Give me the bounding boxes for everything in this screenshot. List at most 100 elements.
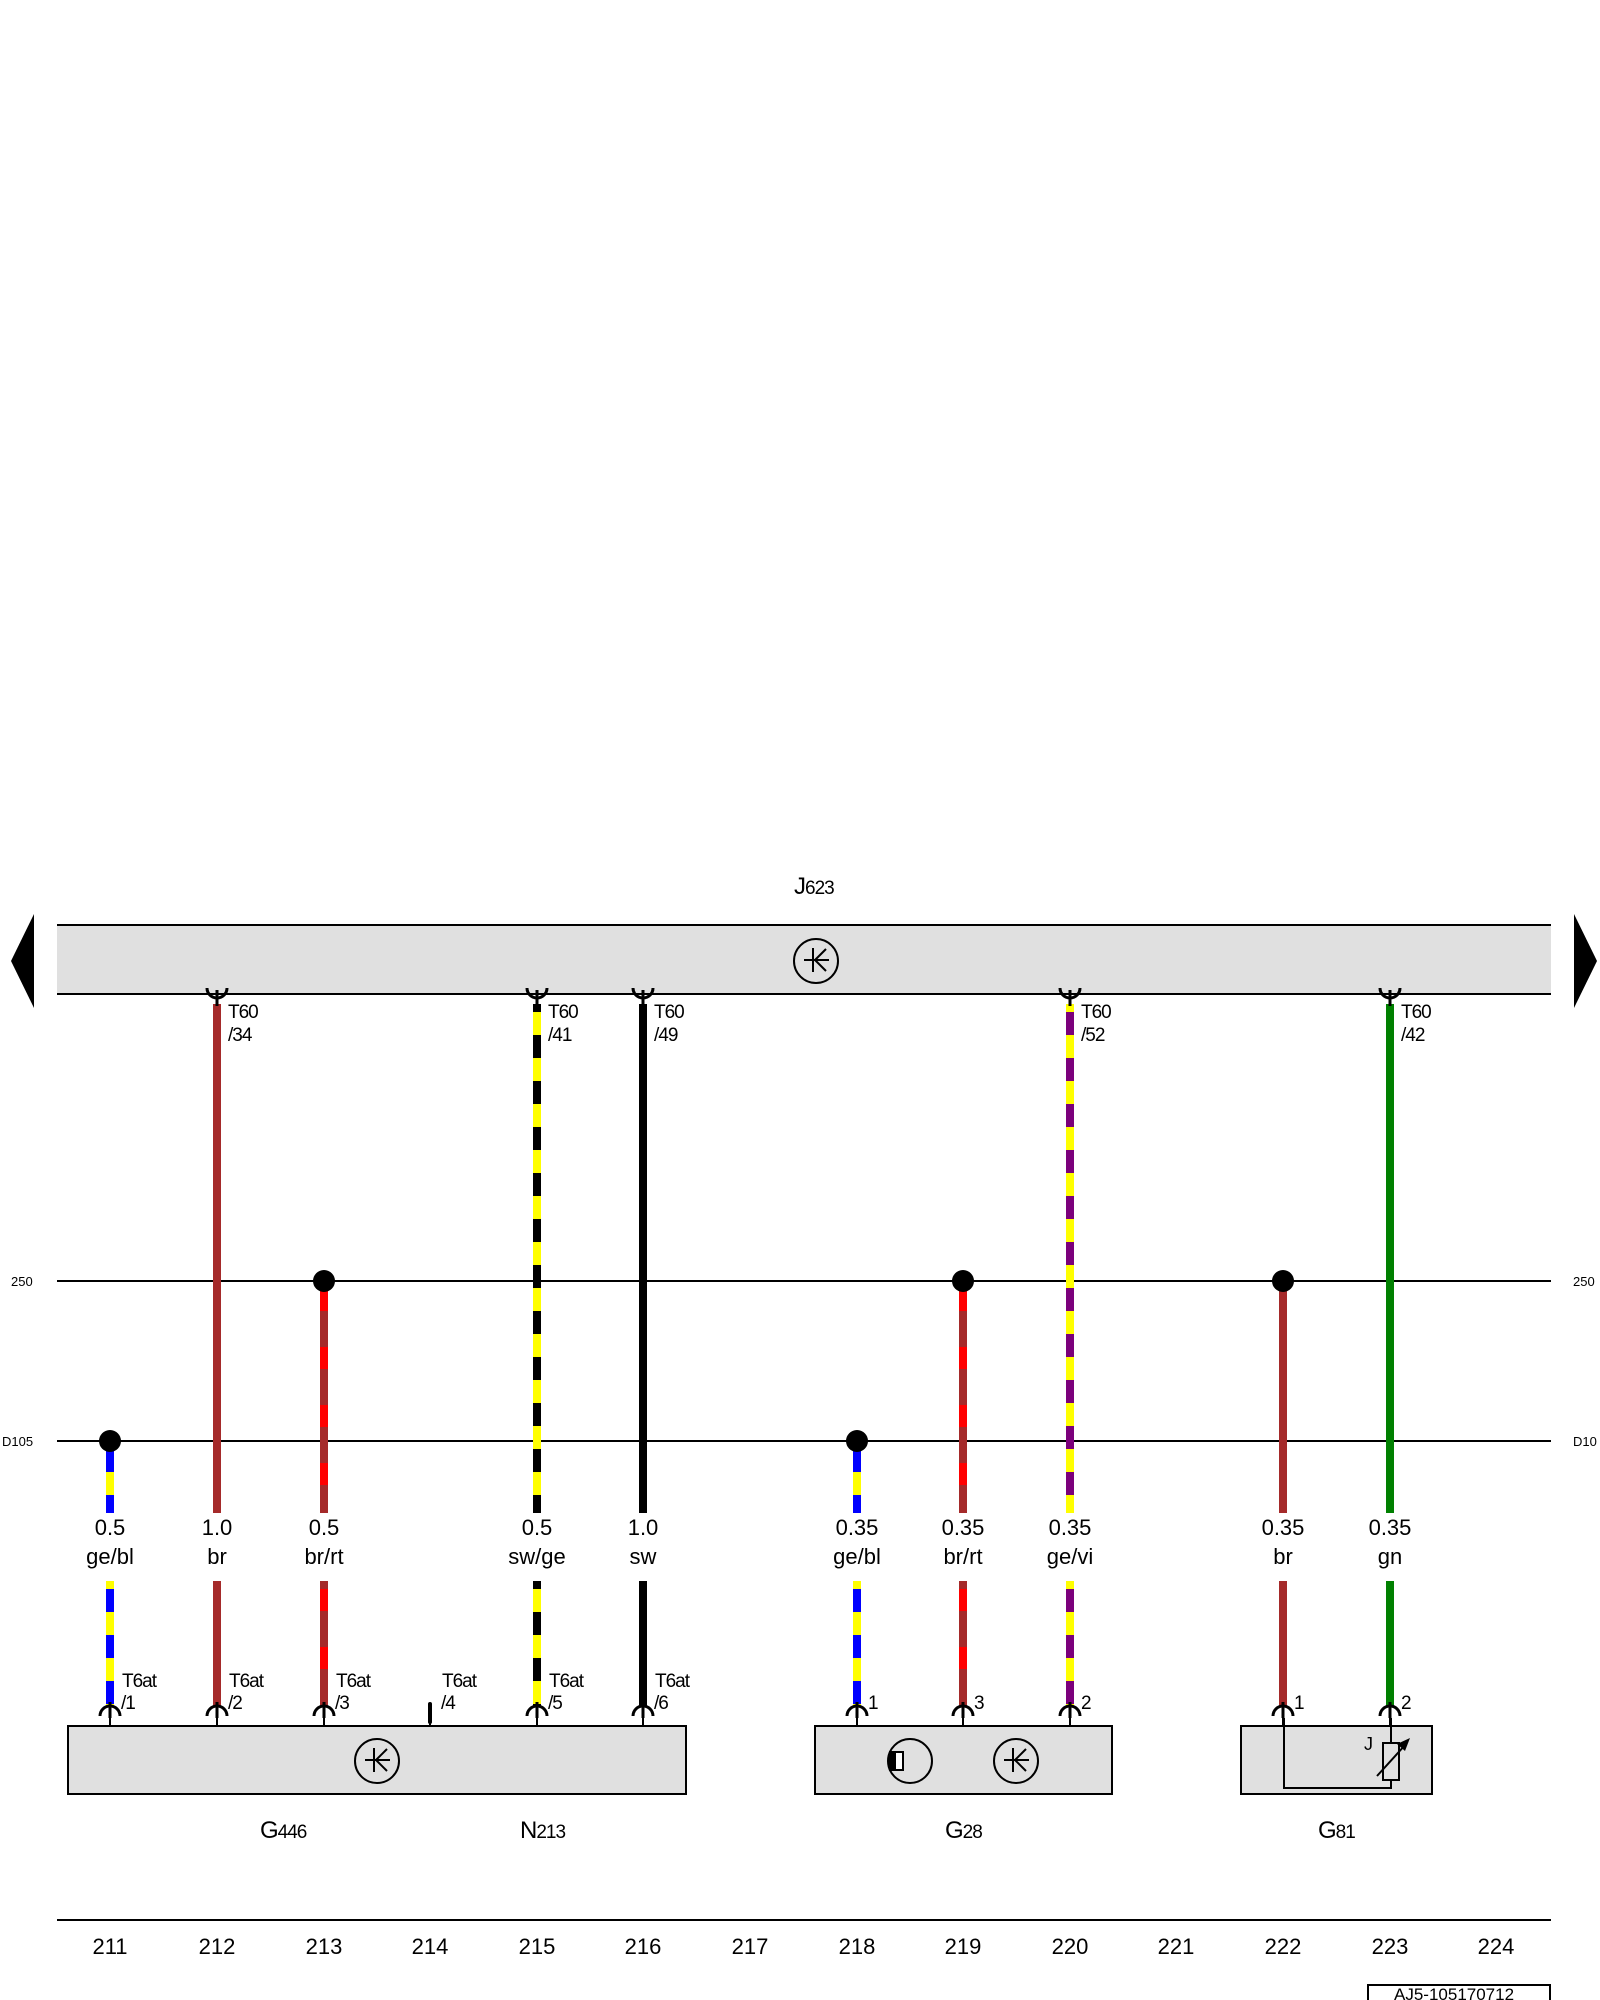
bottom-pin-number: 3 [974,1693,984,1714]
bottom-pin-number: 1 [1294,1693,1304,1714]
bottom-pin-connector: T6at [655,1671,691,1692]
component-g28: G28 [814,1725,1113,1844]
electronics-icon [993,1738,1039,1784]
bottom-pin-connector: T6at [549,1671,585,1692]
component-g81: J G81 [1240,1718,1433,1844]
column-number: 224 [1478,1934,1515,1959]
top-pin-connector: T60 [1081,1002,1111,1023]
top-pin-number: /41 [548,1025,572,1046]
ground-line-label-right: 250 [1573,1274,1595,1289]
prev-page-arrow[interactable] [11,914,34,1008]
top-pin-connector: T60 [654,1002,684,1023]
splice-point [99,1430,121,1452]
component-label-g28: G28 [945,1817,982,1844]
bottom-pin-number: /2 [228,1693,242,1714]
wire-220: T60/52 0.35 ge/vi 2 [1047,987,1112,1726]
wire-color-label: sw [630,1544,657,1569]
bottom-pin-connector: T6at [229,1671,265,1692]
wire-color-label: ge/vi [1047,1544,1093,1569]
column-number: 219 [945,1934,982,1959]
electronics-icon [354,1738,400,1784]
column-number: 217 [732,1934,769,1959]
ntc-thermistor-icon: J [1283,1718,1410,1789]
column-number: 218 [839,1934,876,1959]
column-number: 212 [199,1934,236,1959]
ground-line-label-left: 250 [11,1274,33,1289]
next-page-arrow[interactable] [1574,914,1597,1008]
bottom-pin-connector: T6at [336,1671,372,1692]
bottom-pin-number: 1 [868,1693,878,1714]
bottom-pin-number: /5 [548,1693,562,1714]
column-number: 223 [1372,1934,1409,1959]
wire-size-label: 0.5 [95,1515,126,1540]
column-number: 221 [1158,1934,1195,1959]
top-pin-number: /52 [1081,1025,1105,1046]
column-number: 220 [1052,1934,1089,1959]
splice-point [313,1270,335,1292]
bottom-pin-number: /4 [441,1693,456,1714]
component-label-g446: G446 [260,1817,307,1844]
wires: 0.5ge/blT6at/1T60/341.0brT6at/20.5br/rtT… [86,987,1432,1726]
bottom-pin-number: /3 [335,1693,349,1714]
component-box [1240,1725,1433,1795]
wire-color-label: ge/bl [86,1544,134,1569]
column-number: 214 [412,1934,449,1959]
wire-size-label: 0.35 [942,1515,985,1540]
wire-size-label: 1.0 [628,1515,659,1540]
wire-size-label: 0.35 [836,1515,879,1540]
bottom-pin-connector: T6at [442,1671,478,1692]
wire-color-label: br/rt [943,1544,982,1569]
ground-line-label-left: D105 [2,1434,33,1449]
component-label-g81: G81 [1318,1817,1355,1844]
bottom-pin-number: 2 [1401,1693,1411,1714]
top-pin-number: /42 [1401,1025,1425,1046]
wire-color-label: br [1273,1544,1293,1569]
wire-color-label: sw/ge [508,1544,565,1569]
ground-line-250: 250 250 [11,1274,1595,1289]
thermistor-label: J [1364,1734,1373,1754]
bottom-pin-number: 2 [1081,1693,1091,1714]
top-pin-number: /49 [654,1025,678,1046]
column-number: 215 [519,1934,556,1959]
control-unit-label: J623 [794,873,834,900]
column-number: 211 [92,1934,127,1959]
wire-size-label: 0.5 [309,1515,340,1540]
bottom-pin-number: /6 [654,1693,668,1714]
wire-color-label: ge/bl [833,1544,881,1569]
wire-color-label: br [207,1544,227,1569]
ground-line-d105: D105 D10 [2,1434,1597,1449]
wire-223: T60/42 0.35 gn 2 [1369,987,1432,1726]
wire-218: 0.35 ge/bl 1 [833,1430,881,1726]
component-label-n213: N213 [520,1817,565,1844]
wire-size-label: 0.35 [1262,1515,1305,1540]
wire-219: 0.35 br/rt 3 [942,1270,985,1726]
wire-color-label: gn [1378,1544,1402,1569]
wire-size-label: 1.0 [202,1515,233,1540]
wire-222: 0.35 br 1 [1262,1270,1305,1726]
component-box [814,1725,1113,1795]
column-number: 213 [306,1934,343,1959]
bottom-pin-number: /1 [121,1693,135,1714]
wire-size-label: 0.35 [1369,1515,1412,1540]
document-id-text: AJ5-105170712 [1394,1985,1514,2000]
bottom-pin-connector: T6at [122,1671,158,1692]
column-number: 222 [1265,1934,1302,1959]
hall-sensor-icon [887,1738,933,1784]
top-pin-connector: T60 [1401,1002,1431,1023]
splice-point [846,1430,868,1452]
top-pin-connector: T60 [548,1002,578,1023]
wire-size-label: 0.5 [522,1515,553,1540]
top-pin-number: /34 [228,1025,253,1046]
top-pin-connector: T60 [228,1002,258,1023]
ground-line-label-right: D10 [1573,1434,1597,1449]
wire-color-label: br/rt [304,1544,343,1569]
wire-214: T6at/4 [428,1671,479,1726]
column-number: 216 [625,1934,662,1959]
wire-size-label: 0.35 [1049,1515,1092,1540]
column-numbers: 211 212 213 214 215 216 217 218 219 220 221 222 223 2… [92,1934,1514,1959]
